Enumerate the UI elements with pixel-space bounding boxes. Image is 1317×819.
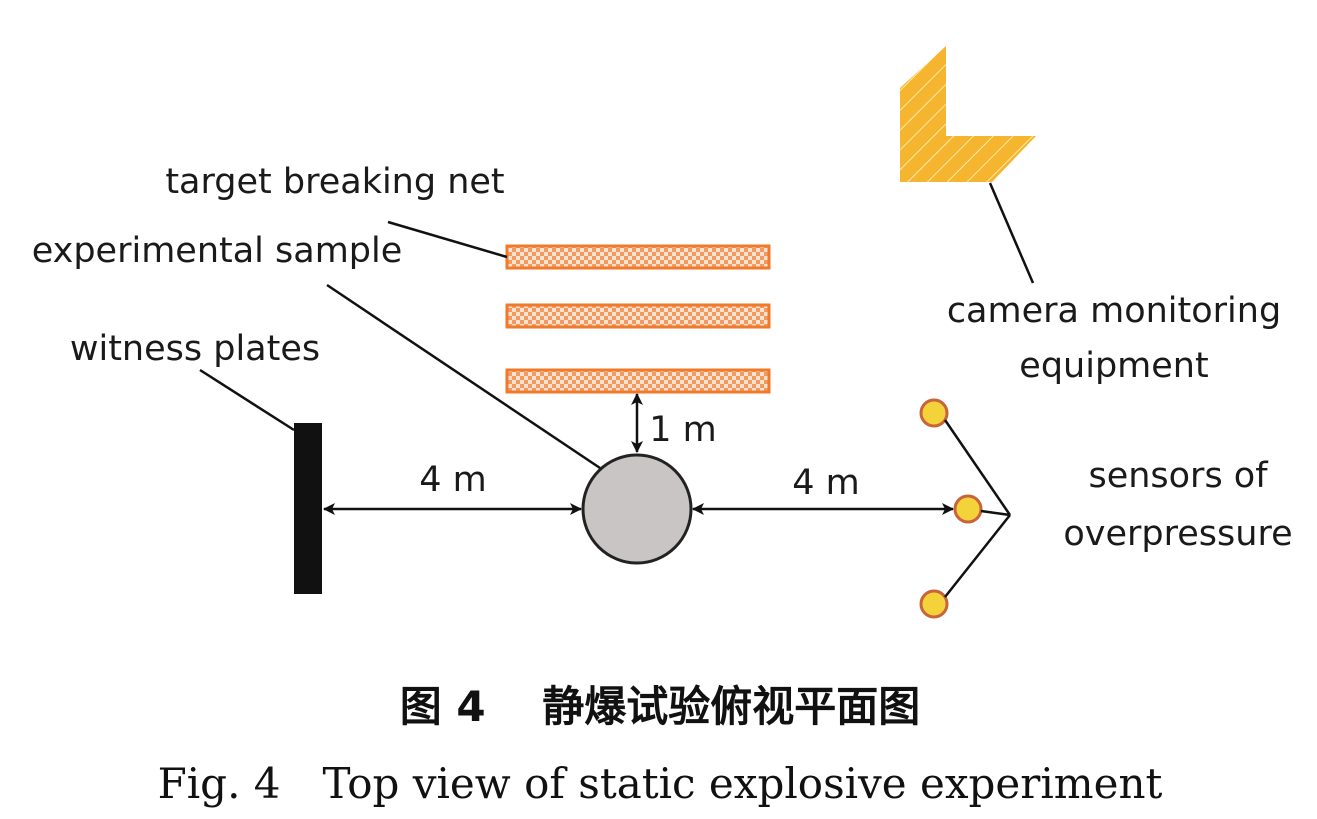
right-distance-label: 4 m bbox=[792, 463, 860, 503]
witness-leader-line bbox=[199, 368, 295, 432]
target-net-bar-1 bbox=[505, 244, 771, 270]
sensor-top bbox=[919, 398, 949, 428]
witness-plates-label: witness plates bbox=[70, 329, 320, 369]
net-gap-label: 1 m bbox=[649, 410, 717, 450]
experimental-sample-label: experimental sample bbox=[32, 231, 403, 271]
target-breaking-net-label: target breaking net bbox=[165, 162, 504, 202]
sensor-leader-bottom bbox=[944, 514, 1011, 598]
target-net-bar-2 bbox=[505, 303, 771, 329]
caption-chinese: 图 4 静爆试验俯视平面图 bbox=[400, 682, 920, 731]
sensors-label-line1: sensors of bbox=[1088, 456, 1268, 496]
camera-equipment-shape bbox=[900, 46, 1036, 182]
sensor-leader-middle bbox=[980, 509, 1011, 517]
sensor-middle bbox=[953, 494, 983, 524]
sensor-bottom bbox=[919, 589, 949, 619]
left-distance-label: 4 m bbox=[419, 460, 487, 500]
sample-leader-line bbox=[326, 283, 601, 470]
camera-leader-line bbox=[988, 182, 1035, 284]
net-leader-line bbox=[387, 220, 508, 259]
witness-plate bbox=[294, 423, 322, 594]
sensor-leader-top bbox=[943, 419, 1012, 516]
camera-label-line2: equipment bbox=[1019, 346, 1208, 386]
target-net-bar-3 bbox=[505, 368, 771, 394]
camera-label-line1: camera monitoring bbox=[947, 291, 1281, 331]
sensors-label-line2: overpressure bbox=[1063, 514, 1292, 554]
caption-english: Fig. 4 Top view of static explosive expe… bbox=[158, 759, 1163, 808]
experimental-sample-circle bbox=[581, 453, 693, 565]
